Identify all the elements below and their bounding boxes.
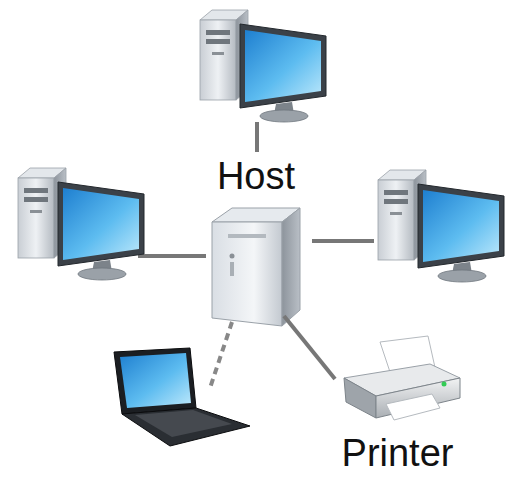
network-cable xyxy=(255,122,259,152)
network-cable xyxy=(138,254,206,258)
device-label: Host xyxy=(217,156,295,198)
network-cable xyxy=(312,239,374,243)
printer-node: Printer xyxy=(335,338,460,475)
printer-device xyxy=(344,336,460,420)
wireless-link xyxy=(210,322,232,388)
desktop-computer xyxy=(378,170,504,282)
desktop-computer xyxy=(18,168,144,280)
laptop-computer xyxy=(114,348,250,446)
server-tower xyxy=(212,208,300,326)
desktop-computer xyxy=(200,10,326,122)
device-label: Printer xyxy=(342,433,454,475)
network-cable xyxy=(284,316,335,379)
host-server-node: Host xyxy=(200,156,312,316)
